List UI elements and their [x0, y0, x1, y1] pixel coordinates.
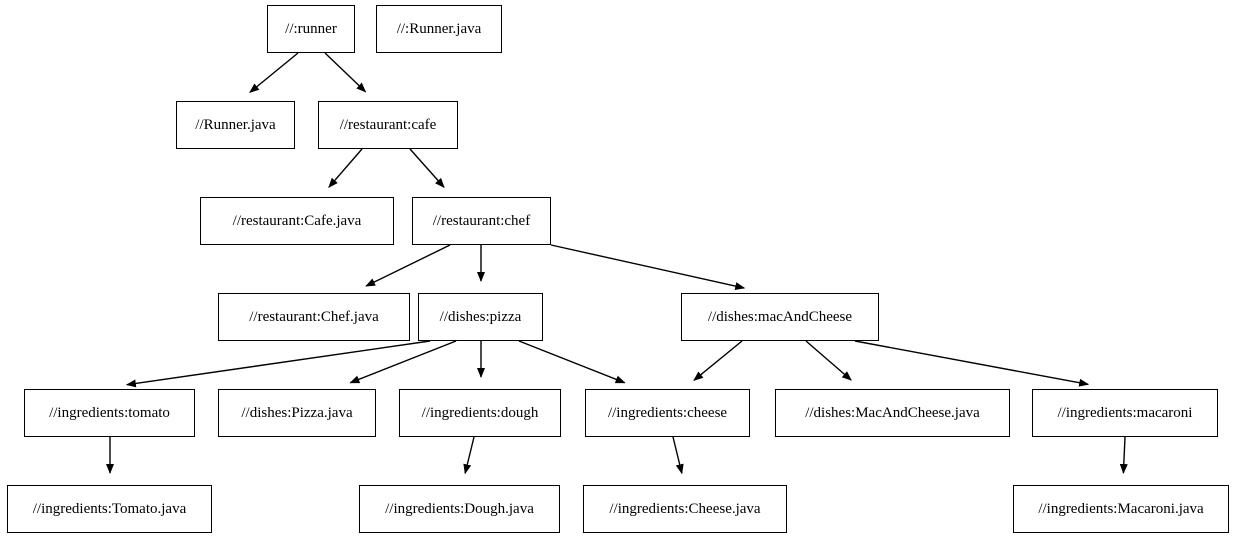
graph-node-label: //restaurant:cafe: [339, 116, 437, 133]
graph-edge-restaurant-cafe-to-cafe-java: [328, 148, 363, 188]
graph-node-label: //restaurant:chef: [432, 212, 531, 229]
graph-node-macaroni-java[interactable]: //ingredients:Macaroni.java: [1013, 485, 1229, 533]
graph-edge-dishes-mac-to-mac-java: [805, 340, 852, 381]
graph-node-label: //dishes:Pizza.java: [241, 404, 353, 421]
graph-node-label: //:Runner.java: [396, 20, 482, 37]
graph-node-ing-macaroni[interactable]: //ingredients:macaroni: [1032, 389, 1218, 437]
graph-node-label: //ingredients:Macaroni.java: [1038, 500, 1204, 517]
graph-edge-runner-to-runner-java: [249, 52, 299, 93]
graph-node-label: //restaurant:Cafe.java: [232, 212, 362, 229]
graph-node-pizza-java[interactable]: //dishes:Pizza.java: [218, 389, 376, 437]
graph-node-label: //ingredients:Dough.java: [385, 500, 534, 517]
graph-edge-runner-to-restaurant-cafe: [324, 52, 367, 93]
graph-edge-dishes-mac-to-ing-macaroni: [854, 340, 1090, 387]
graph-edge-ing-cheese-to-cheese-java: [672, 436, 684, 475]
graph-node-label: //ingredients:macaroni: [1057, 404, 1193, 421]
graph-node-label: //dishes:pizza: [439, 308, 522, 325]
graph-node-label: //restaurant:Chef.java: [249, 308, 379, 325]
graph-node-label: //dishes:macAndCheese: [707, 308, 853, 325]
graph-node-label: //ingredients:tomato: [49, 404, 170, 421]
graph-edge-dishes-pizza-to-pizza-java: [349, 340, 457, 384]
graph-node-label: //ingredients:dough: [421, 404, 539, 421]
graph-node-runner-java-root[interactable]: //:Runner.java: [376, 5, 502, 53]
graph-node-dishes-mac[interactable]: //dishes:macAndCheese: [681, 293, 879, 341]
graph-node-dough-java[interactable]: //ingredients:Dough.java: [359, 485, 560, 533]
graph-node-label: //ingredients:Cheese.java: [609, 500, 761, 517]
graph-edge-restaurant-chef-to-dishes-mac: [550, 244, 746, 290]
graph-node-cafe-java[interactable]: //restaurant:Cafe.java: [200, 197, 394, 245]
graph-node-chef-java[interactable]: //restaurant:Chef.java: [218, 293, 410, 341]
graph-node-ing-cheese[interactable]: //ingredients:cheese: [585, 389, 750, 437]
graph-node-restaurant-cafe[interactable]: //restaurant:cafe: [318, 101, 458, 149]
graph-node-restaurant-chef[interactable]: //restaurant:chef: [412, 197, 551, 245]
graph-edge-restaurant-chef-to-chef-java: [365, 244, 451, 287]
graph-node-runner-java[interactable]: //Runner.java: [176, 101, 295, 149]
graph-node-ing-dough[interactable]: //ingredients:dough: [399, 389, 561, 437]
graph-edge-dishes-pizza-to-ing-cheese: [518, 340, 626, 384]
graph-node-tomato-java[interactable]: //ingredients:Tomato.java: [7, 485, 212, 533]
graph-edge-dishes-pizza-to-ing-tomato: [125, 340, 431, 388]
graph-edge-ing-dough-to-dough-java: [463, 436, 475, 475]
graph-node-label: //ingredients:Tomato.java: [32, 500, 187, 517]
graph-node-label: //Runner.java: [195, 116, 276, 133]
graph-node-runner[interactable]: //:runner: [267, 5, 355, 53]
graph-node-label: //ingredients:cheese: [607, 404, 728, 421]
graph-node-cheese-java[interactable]: //ingredients:Cheese.java: [583, 485, 787, 533]
graph-node-mac-java[interactable]: //dishes:MacAndCheese.java: [775, 389, 1010, 437]
graph-edge-dishes-mac-to-ing-cheese: [693, 340, 743, 381]
graph-edge-restaurant-cafe-to-restaurant-chef: [409, 148, 445, 189]
graph-node-ing-tomato[interactable]: //ingredients:tomato: [24, 389, 195, 437]
graph-edge-ing-macaroni-to-macaroni-java: [1119, 436, 1128, 475]
graph-node-label: //dishes:MacAndCheese.java: [805, 404, 980, 421]
graph-node-dishes-pizza[interactable]: //dishes:pizza: [418, 293, 543, 341]
graph-node-label: //:runner: [285, 20, 337, 37]
